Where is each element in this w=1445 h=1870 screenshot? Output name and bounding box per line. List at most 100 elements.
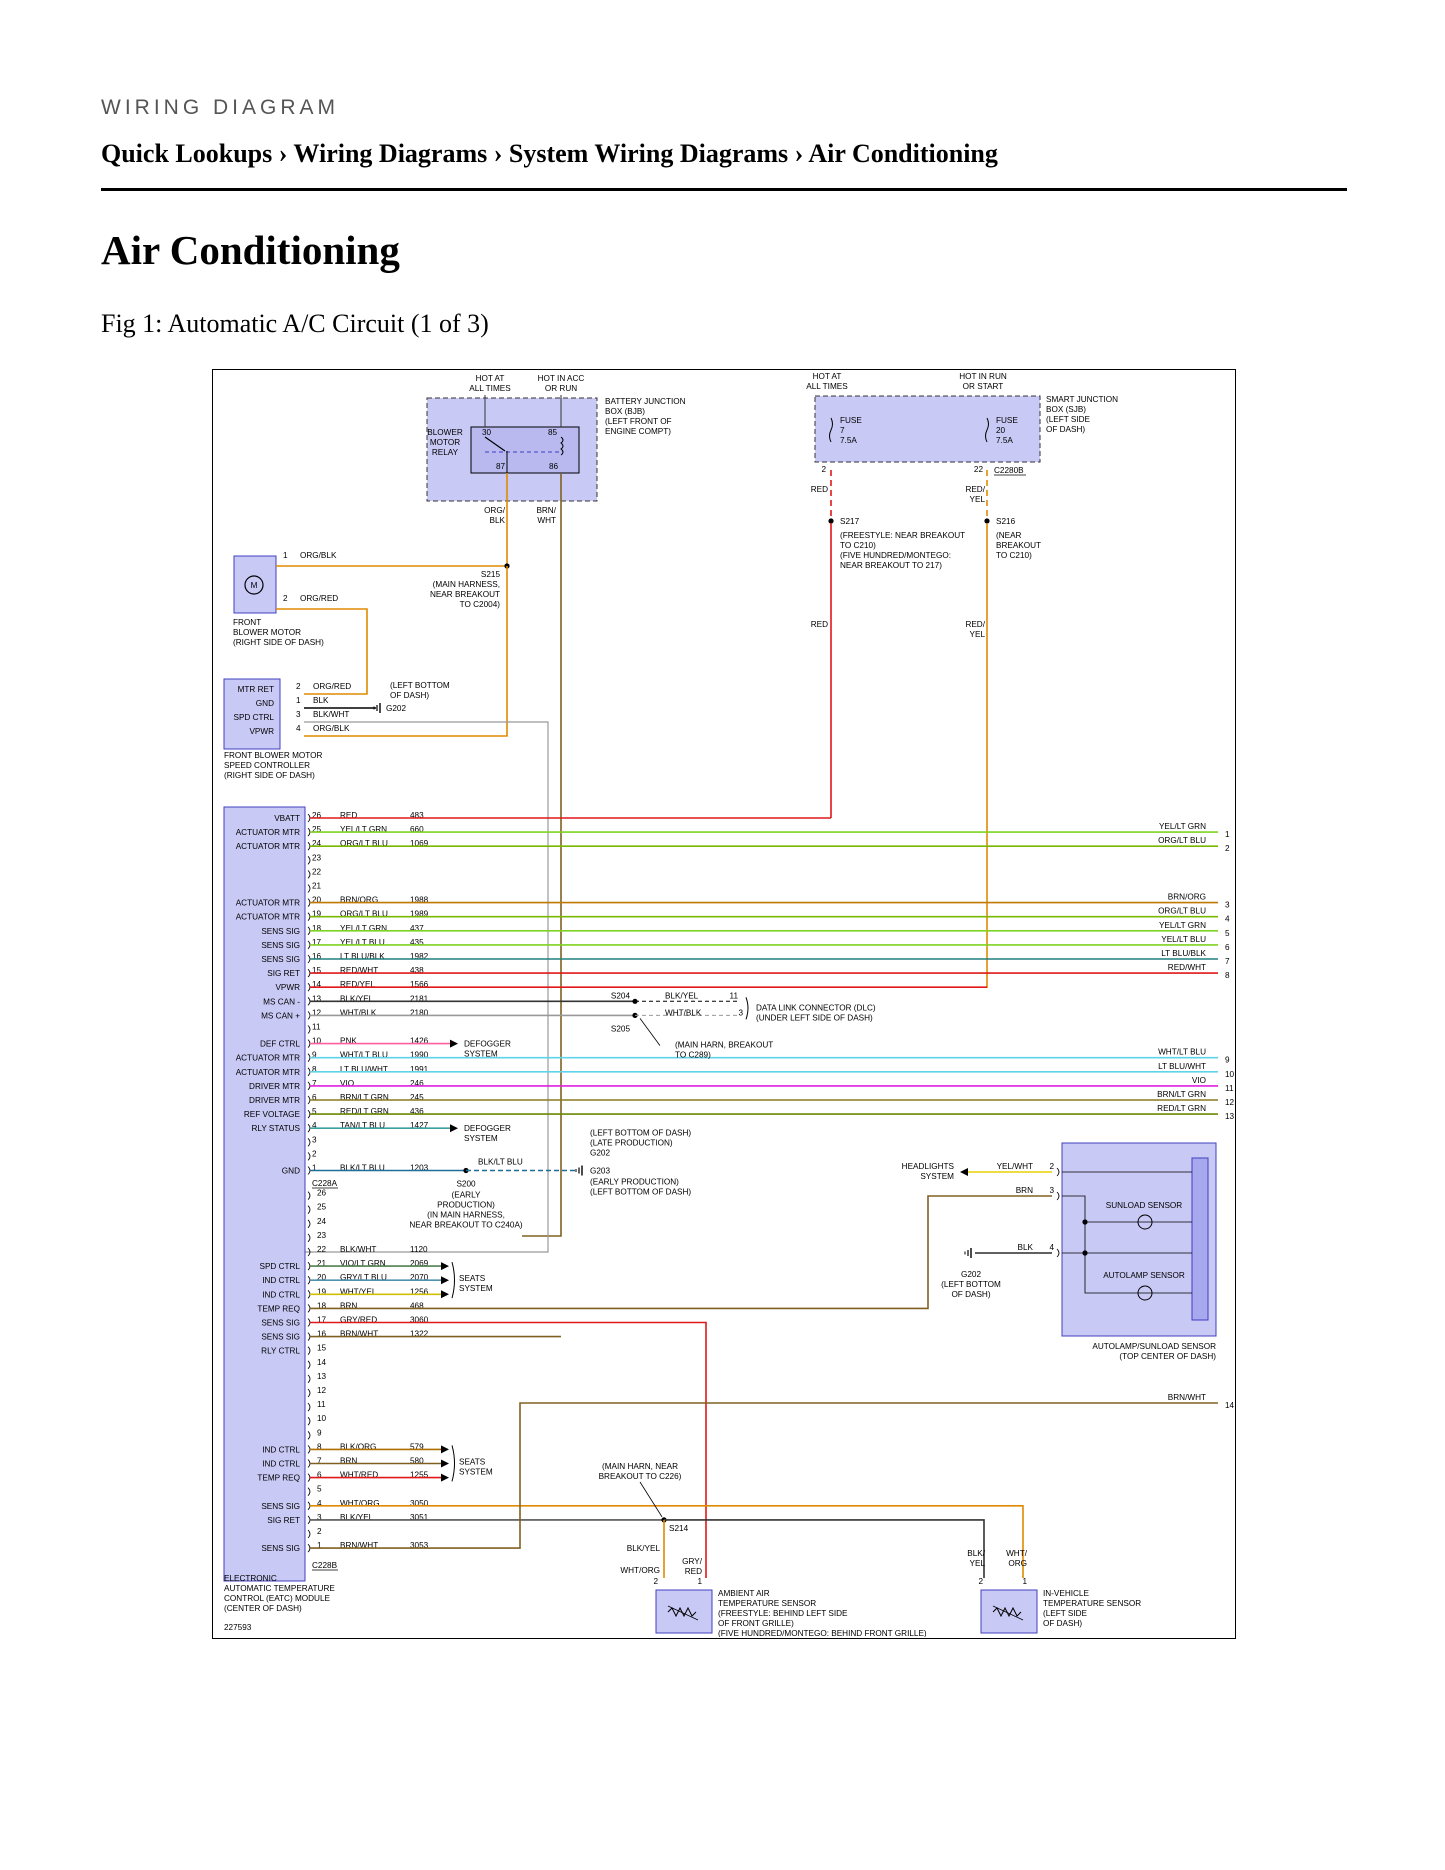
eatc-pin: 3 <box>317 1513 322 1522</box>
s216-desc: (NEAR <box>996 531 1022 540</box>
eatc-pin: 18 <box>317 1301 327 1310</box>
eatc-pin: 6 <box>312 1093 317 1102</box>
speed-controller-pin: 2 <box>296 682 301 691</box>
s200-label: S200 <box>456 1180 476 1189</box>
wire-label: BRN/LT GRN <box>1157 1090 1206 1099</box>
wire-label: YEL <box>970 630 986 639</box>
connector-pin-icon <box>307 1473 311 1482</box>
wire-label: WHT/YEL <box>340 1287 377 1296</box>
connector-pin-icon <box>307 1318 311 1327</box>
eatc-pin: 13 <box>312 994 322 1003</box>
connector-pin-icon <box>307 1487 311 1496</box>
connector-pin-icon <box>307 884 311 893</box>
wire-label: ORG/ <box>484 506 506 515</box>
connector-pin-icon <box>307 1219 311 1229</box>
bjb-label: BOX (BJB) <box>605 407 645 416</box>
leader-line <box>639 1481 663 1518</box>
speed-controller-pin: 1 <box>296 696 301 705</box>
connector-pin-icon <box>307 1529 311 1539</box>
eatc-pin: 14 <box>317 1358 327 1367</box>
ground-desc: OF DASH) <box>951 1290 990 1299</box>
eatc-pin-label: ACTUATOR MTR <box>236 913 300 922</box>
eatc-label: AUTOMATIC TEMPERATURE <box>224 1584 335 1593</box>
sjb-label: (LEFT SIDE <box>1046 415 1091 424</box>
relay-pin: 86 <box>549 462 559 471</box>
hot-label: OR RUN <box>545 384 577 393</box>
connector-pin-icon <box>1056 1248 1060 1258</box>
eatc-pin: 24 <box>317 1217 327 1226</box>
s217-splice <box>828 518 834 524</box>
eatc-pin: 11 <box>317 1400 326 1409</box>
sunload-sensor-label: SUNLOAD SENSOR <box>1106 1201 1183 1210</box>
circuit-number: 245 <box>410 1093 424 1102</box>
ground-desc: (LEFT BOTTOM OF DASH) <box>590 1129 691 1138</box>
eatc-pin: 25 <box>317 1203 327 1212</box>
seats-bracket <box>451 1445 455 1482</box>
connector-pin-icon <box>307 813 311 823</box>
eatc-pin-label: SENS SIG <box>261 1333 300 1342</box>
relay-switch <box>484 436 506 452</box>
wire-label: BLK/WHT <box>340 1245 376 1254</box>
wire-label: GRY/RED <box>340 1316 377 1325</box>
speed-controller-label: SPEED CONTROLLER <box>224 761 310 770</box>
reference-number: 13 <box>1225 1112 1234 1121</box>
eatc-pin: 16 <box>317 1330 327 1339</box>
circuit-number: 1427 <box>410 1121 429 1130</box>
connector-pin-icon <box>307 968 311 978</box>
speed-controller-label: (RIGHT SIDE OF DASH) <box>224 771 315 780</box>
connector-pin-icon <box>307 1360 311 1370</box>
connector-pin-icon <box>307 1501 311 1511</box>
relay-pin: 85 <box>548 428 558 437</box>
relay-pin: 87 <box>496 462 506 471</box>
connector-id: C2280B <box>994 466 1024 475</box>
seats-arrow-icon <box>441 1459 449 1468</box>
eatc-pin: 10 <box>312 1037 322 1046</box>
circuit-number: 2181 <box>410 994 429 1003</box>
connector-pin-icon <box>307 1543 311 1553</box>
sensor-pin: 2 <box>978 1577 983 1586</box>
wire-org-blk <box>304 566 508 737</box>
seats-label: SYSTEM <box>459 1468 493 1477</box>
defogger-label: SYSTEM <box>464 1050 498 1059</box>
wire-label: WHT/ <box>1006 1549 1028 1558</box>
fuse-label: 7.5A <box>996 436 1013 445</box>
wire-label: ORG/BLK <box>313 724 350 733</box>
connector-pin-icon <box>307 1402 311 1412</box>
invehicle-sensor-label: IN-VEHICLE <box>1043 1589 1089 1598</box>
wire-label: BLK <box>490 516 506 525</box>
eatc-pin-label: IND CTRL <box>262 1445 300 1454</box>
wire-label: BRN/WHT <box>1168 1393 1206 1402</box>
connector-pin-icon <box>307 827 311 837</box>
wire-label: RED/ <box>965 485 985 494</box>
hot-label: HOT AT <box>476 374 505 383</box>
eatc-pin: 24 <box>312 839 322 848</box>
sjb-label: OF DASH) <box>1046 425 1085 434</box>
wire-label: LT BLU/BLK <box>340 952 385 961</box>
ambient-air-temperature-sensor <box>655 1589 713 1634</box>
eatc-pin: 7 <box>317 1457 322 1466</box>
wire-label: WHT/LT BLU <box>1158 1048 1206 1057</box>
s214-desc: BREAKOUT TO C226) <box>599 1472 682 1481</box>
wire-label: WHT/ORG <box>340 1499 380 1508</box>
wire-label: ORG/LT BLU <box>1158 907 1206 916</box>
wire-wht-org <box>310 1505 1024 1578</box>
eatc-pin-label: DEF CTRL <box>260 1040 300 1049</box>
wire-brn-wht <box>310 1402 1218 1549</box>
breadcrumb[interactable]: Quick Lookups › Wiring Diagrams › System… <box>101 139 998 168</box>
circuit-number: 2180 <box>410 1008 429 1017</box>
connector-pin-icon <box>307 856 311 865</box>
wire-label: BRN <box>1016 1186 1033 1195</box>
s217-desc: TO C210) <box>840 541 876 550</box>
hot-label: HOT AT <box>813 372 842 381</box>
seats-arrow-icon <box>441 1445 449 1454</box>
eatc-pin: 2 <box>312 1149 317 1158</box>
eatc-pin-label: TEMP REQ <box>257 1304 300 1313</box>
connector-pin-icon <box>1056 1191 1060 1201</box>
motor-icon <box>244 575 264 595</box>
connector-pin-icon <box>307 898 311 907</box>
headlights-arrow-icon <box>960 1168 968 1176</box>
eatc-pin: 3 <box>312 1135 317 1144</box>
circuit-number: 1990 <box>410 1051 429 1060</box>
connector-pin-icon <box>307 1011 311 1020</box>
connector-pin-icon <box>307 1191 311 1200</box>
